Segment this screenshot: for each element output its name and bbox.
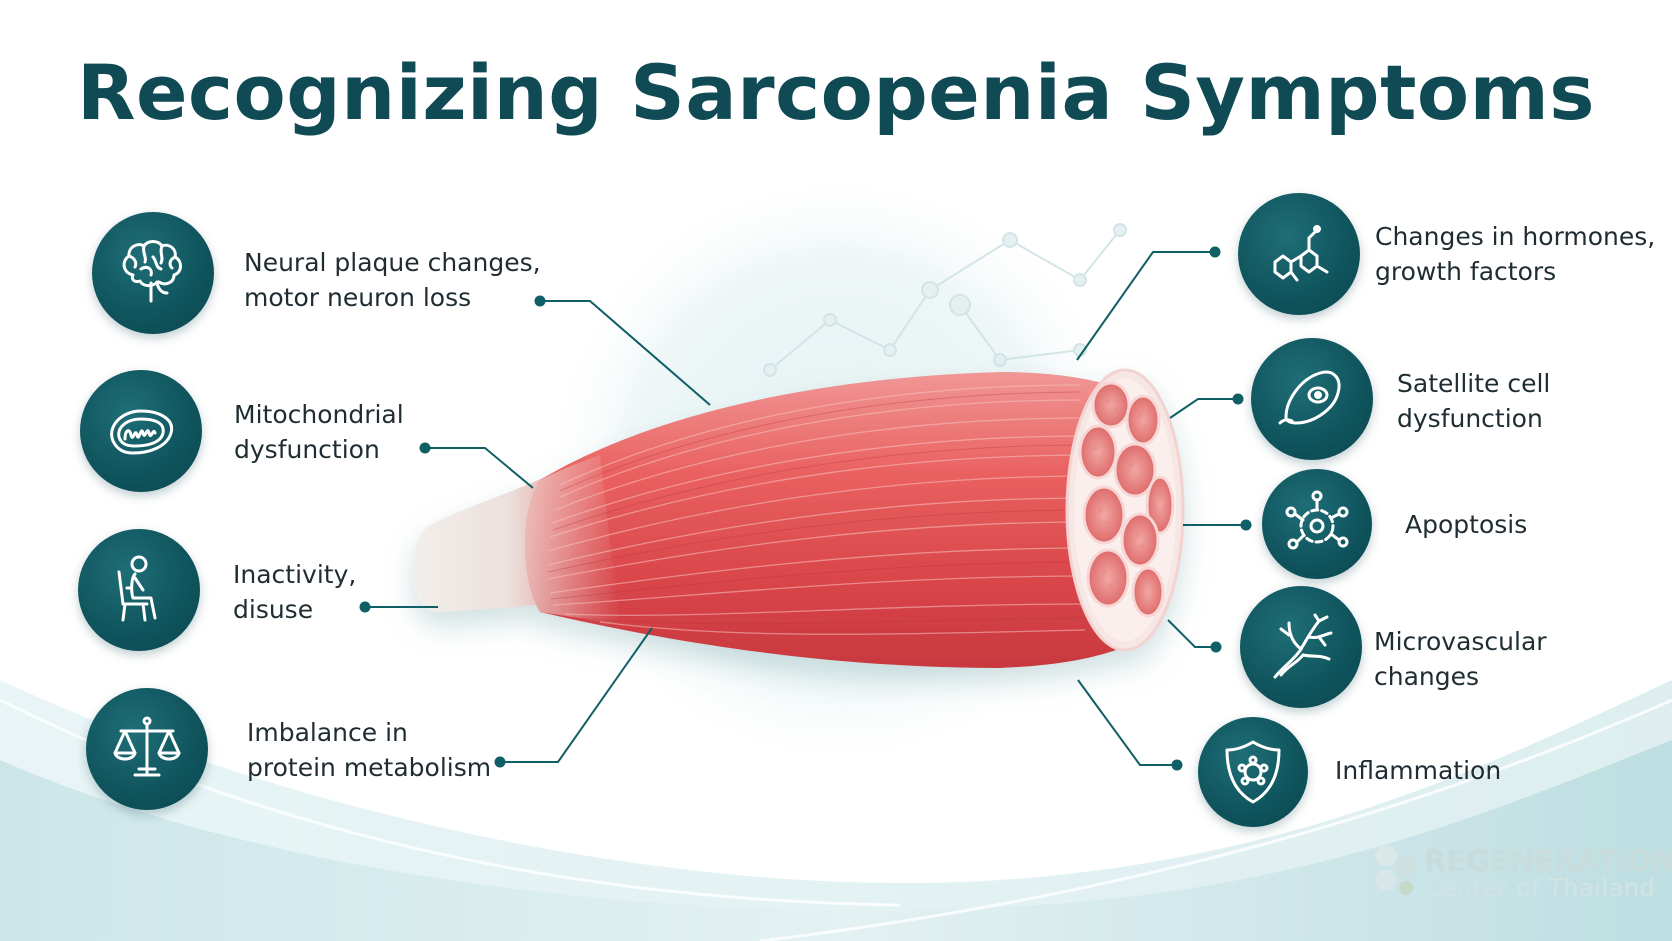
connector-microvascular <box>1167 619 1216 648</box>
shield-icon <box>1225 740 1281 804</box>
connector-dot <box>1240 519 1252 531</box>
shield-icon-badge <box>1198 717 1308 827</box>
label-neural-plaque: Neural plaque changes, motor neuron loss <box>244 245 541 315</box>
fascicle <box>1078 424 1118 480</box>
fascicle <box>1125 394 1161 446</box>
label-hormones-line1: Changes in hormones, <box>1375 222 1656 251</box>
label-apoptosis-line1: Apoptosis <box>1405 510 1528 539</box>
label-inactivity-line1: Inactivity, <box>233 560 357 589</box>
logo-line2: Center of Thailand <box>1424 874 1656 902</box>
logo-hexagon-icon <box>1374 846 1418 895</box>
fascicle <box>1086 548 1130 608</box>
label-inactivity-line2: disuse <box>233 595 314 624</box>
mitochondria-icon <box>110 409 174 455</box>
apoptosis-icon-badge <box>1262 469 1372 579</box>
logo-watermark: REGENERATION Center of Thailand <box>1362 842 1672 902</box>
label-inflammation-line1: Inflammation <box>1335 756 1502 785</box>
connector-protein <box>500 627 653 763</box>
logo-line1: REGENERATION <box>1424 844 1672 878</box>
label-mitochondrial: Mitochondrial dysfunction <box>234 397 404 467</box>
fascicle <box>1113 442 1157 498</box>
label-neural-plaque-line1: Neural plaque changes, <box>244 248 541 277</box>
connector-hormones <box>1076 251 1215 361</box>
connector-mitochondrial <box>425 447 534 489</box>
seated-person-icon <box>117 555 157 622</box>
connector-dot <box>359 601 371 613</box>
label-satellite-cell-line1: Satellite cell <box>1397 369 1551 398</box>
mitochondria-icon-badge <box>80 370 202 492</box>
connector-dot <box>1171 759 1183 771</box>
connector-dot <box>1210 641 1222 653</box>
label-mitochondrial-line1: Mitochondrial <box>234 400 404 429</box>
fascicle <box>1082 485 1126 545</box>
fascicle <box>1131 566 1165 618</box>
molecule-icon <box>1273 225 1329 282</box>
cell-icon <box>1278 370 1341 425</box>
label-inflammation: Inflammation <box>1335 753 1501 788</box>
balance-scale-icon <box>113 716 181 777</box>
label-protein-imbalance-line2: protein metabolism <box>247 753 492 782</box>
label-protein-imbalance-line1: Imbalance in <box>247 718 408 747</box>
fascicle <box>1120 512 1160 568</box>
connector-dot <box>1209 246 1221 258</box>
apoptosis-icon <box>1285 490 1349 550</box>
label-protein-imbalance: Imbalance in protein metabolism <box>247 715 491 785</box>
label-hormones: Changes in hormones, growth factors <box>1375 219 1655 289</box>
molecule-icon-badge <box>1238 193 1360 315</box>
blood-vessel-icon-badge <box>1240 586 1362 708</box>
label-microvascular-line2: changes <box>1374 662 1480 691</box>
page-title: Recognizing Sarcopenia Symptoms <box>76 48 1596 137</box>
brain-icon-badge <box>92 212 214 334</box>
blood-vessel-icon <box>1273 613 1333 679</box>
muscle-belly <box>525 372 1172 668</box>
connector-dot <box>494 756 506 768</box>
label-apoptosis: Apoptosis <box>1405 507 1527 542</box>
label-microvascular: Microvascular changes <box>1374 624 1547 694</box>
connector-satellite <box>1169 398 1238 419</box>
connector-dot <box>419 442 431 454</box>
fascicle <box>1145 475 1175 535</box>
cell-icon-badge <box>1251 338 1373 460</box>
connector-inflammation <box>1077 679 1177 766</box>
label-satellite-cell-line2: dysfunction <box>1397 404 1543 433</box>
label-microvascular-line1: Microvascular <box>1374 627 1547 656</box>
label-hormones-line2: growth factors <box>1375 257 1557 286</box>
label-inactivity: Inactivity, disuse <box>233 557 356 627</box>
label-mitochondrial-line2: dysfunction <box>234 435 380 464</box>
balance-scale-icon-badge <box>86 688 208 810</box>
label-satellite-cell: Satellite cell dysfunction <box>1397 366 1550 436</box>
connector-neural <box>540 300 711 406</box>
brain-icon <box>122 240 182 303</box>
connector-dot <box>534 295 546 307</box>
connector-dot <box>1232 393 1244 405</box>
seated-person-icon-badge <box>78 529 200 651</box>
label-neural-plaque-line2: motor neuron loss <box>244 283 472 312</box>
